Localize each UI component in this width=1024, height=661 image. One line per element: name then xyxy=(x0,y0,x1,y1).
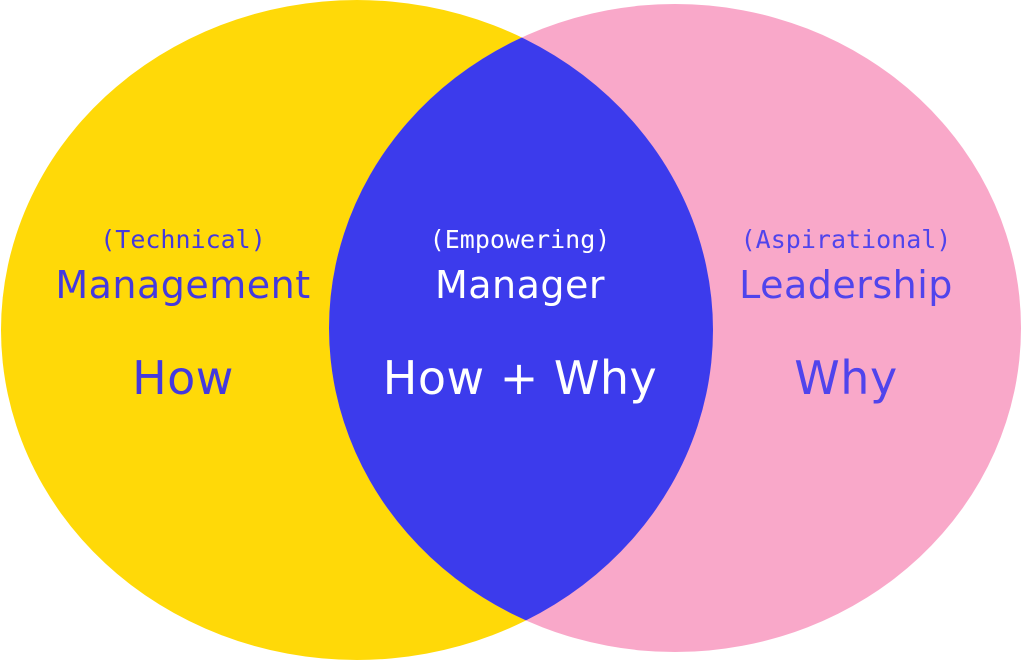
overlap-region-manager xyxy=(329,4,713,652)
